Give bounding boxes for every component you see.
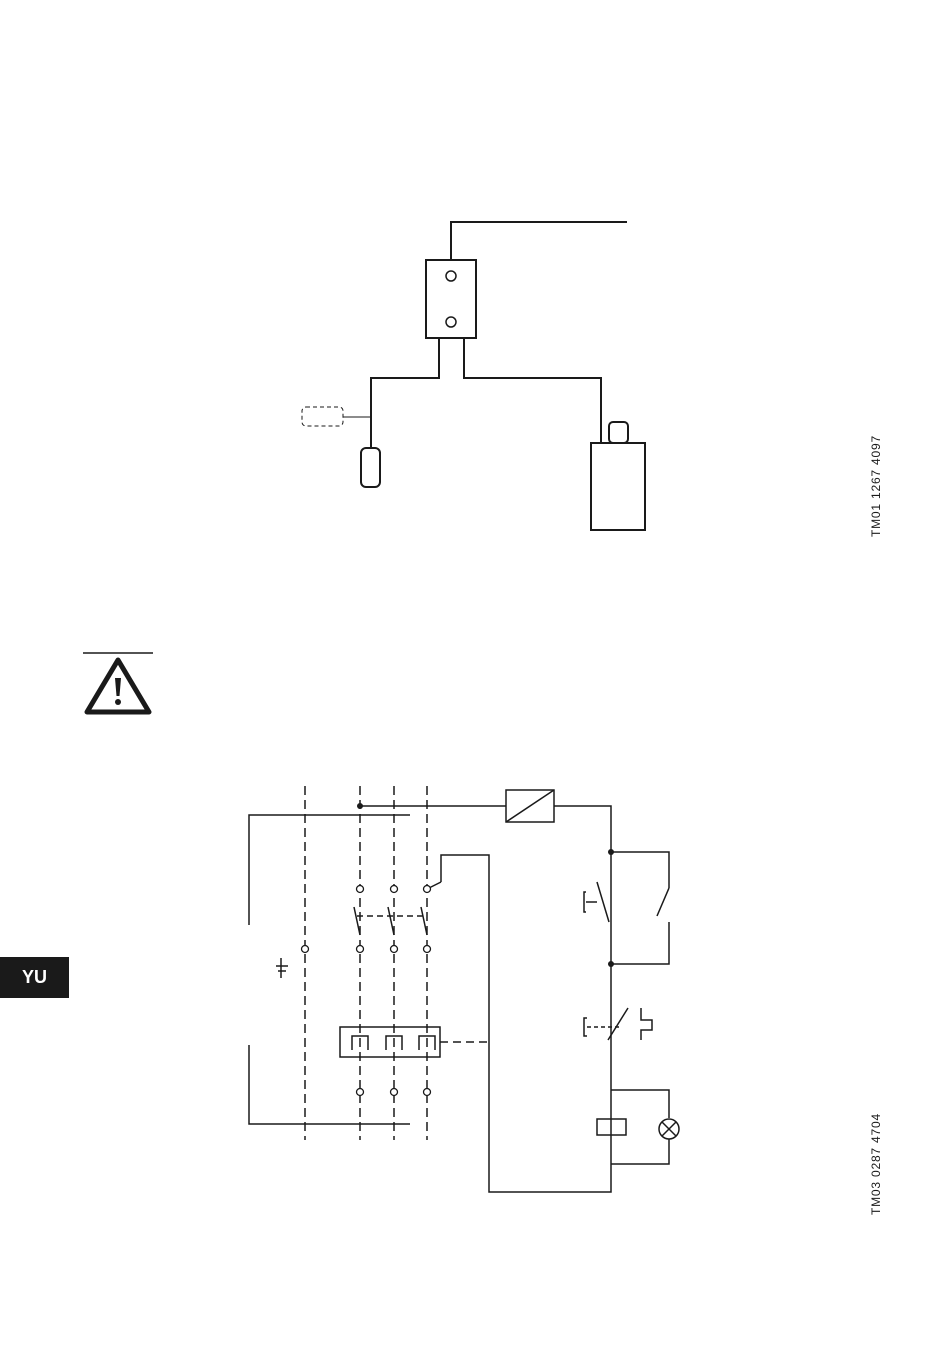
- stop-contact: [597, 882, 609, 922]
- figure-ref-bottom: TM03 0287 4704: [869, 1113, 883, 1215]
- language-tab: YU: [0, 957, 69, 998]
- contactor-switch-3: [421, 907, 427, 935]
- float-switch: [361, 448, 380, 487]
- pump-body: [591, 443, 645, 530]
- warning-triangle-icon: [83, 652, 155, 718]
- overload-relay: [340, 1027, 440, 1057]
- earth-symbol: [276, 958, 288, 978]
- contactor-switch-1: [354, 907, 360, 935]
- relay-box: [506, 790, 554, 822]
- float-switch-alternate: [302, 407, 343, 426]
- contactor-coil: [597, 1119, 626, 1135]
- supply-lines: [305, 786, 427, 1140]
- start-switch: [657, 888, 669, 916]
- power-cable: [451, 222, 627, 260]
- box-indicator-bottom: [446, 317, 456, 327]
- reset-switch: [608, 1008, 628, 1040]
- enclosure-bracket-bottom: [249, 1045, 410, 1124]
- box-indicator-top: [446, 271, 456, 281]
- enclosure-bracket-top: [249, 815, 410, 925]
- installation-diagram: [0, 0, 950, 600]
- contactor-switch-2: [388, 907, 394, 935]
- indicator-lamp: [659, 1119, 679, 1139]
- pump-motor-cap: [609, 422, 628, 443]
- figure-ref-top: TM01 1267 4097: [869, 435, 883, 537]
